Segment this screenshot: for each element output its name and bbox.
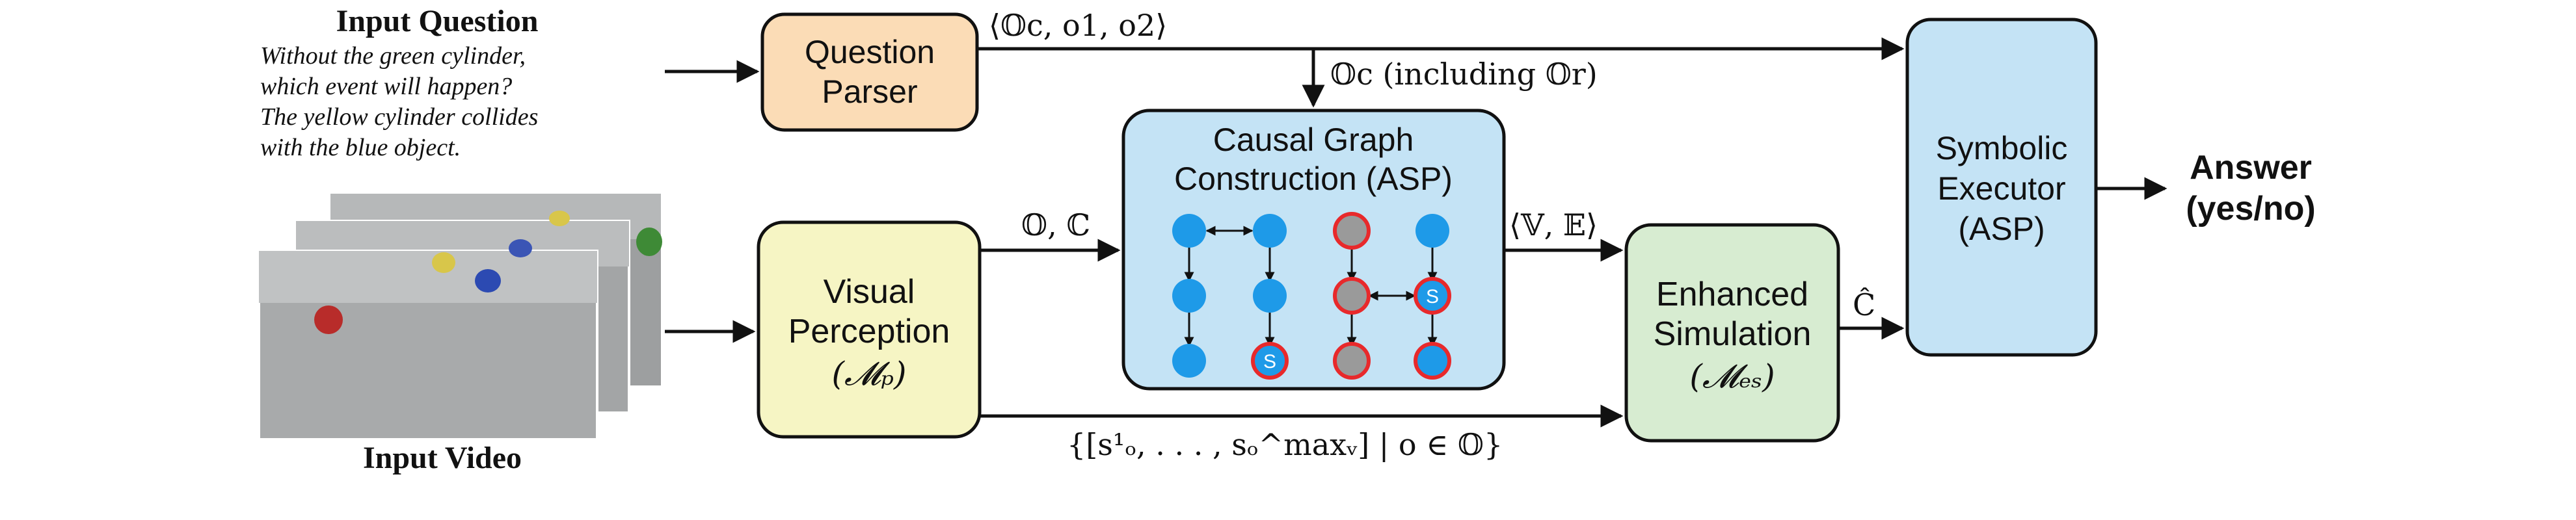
blue-object-back <box>509 239 532 257</box>
visual-perception-label-line-2: Perception <box>788 313 950 350</box>
causal-graph-edges <box>1184 226 1438 347</box>
input-question-title: Input Question <box>336 4 539 38</box>
graph-node <box>1253 279 1287 313</box>
graph-node <box>1172 279 1206 313</box>
edge-label-parser-to-graph: 𝕆c (including 𝕆r) <box>1330 57 1598 92</box>
graph-node <box>1333 277 1371 315</box>
question-parser-label-line-1: Question <box>805 34 935 70</box>
input-video-label: Input Video <box>363 441 522 475</box>
yellow-cylinder-object <box>432 252 455 273</box>
causal-graph-nodes: SS <box>1172 212 1451 380</box>
graph-node <box>1333 342 1371 380</box>
edge-label-simulation-to-executor: Ĉ <box>1853 287 1875 322</box>
enhanced-simulation-label-line-2: Simulation <box>1654 315 1812 353</box>
input-question-line-2: which event will happen? <box>260 73 512 100</box>
yellow-object-back <box>549 211 570 226</box>
question-parser-label-line-2: Parser <box>822 73 917 110</box>
edge-label-parser-to-executor: ⟨𝕆c, o1, o2⟩ <box>989 8 1167 43</box>
enhanced-simulation-box <box>1624 223 1840 443</box>
graph-node <box>1415 214 1449 248</box>
edge-label-perception-to-graph: 𝕆, ℂ <box>1021 207 1090 242</box>
graph-node <box>1172 214 1206 248</box>
question-parser-box <box>760 12 979 132</box>
input-question-line-1: Without the green cylinder, <box>260 42 526 70</box>
visual-perception-label-line-1: Visual <box>824 273 915 311</box>
graph-node-label: S <box>1263 351 1276 372</box>
edge-label-perception-to-simulation: {[s¹ₒ, . . . , sₒ^maxᵥ] | o ∈ 𝕆} <box>1067 427 1503 462</box>
symbolic-executor-label-line-2: Executor <box>1937 170 2065 207</box>
answer-label-line-2: (yes/no) <box>2186 190 2315 228</box>
green-cylinder-object <box>636 228 662 256</box>
input-question-line-4: with the blue object. <box>260 134 461 161</box>
blue-cylinder-object <box>475 269 501 292</box>
visual-perception-box <box>757 220 982 439</box>
input-video-frames <box>258 194 662 441</box>
graph-node <box>1253 214 1287 248</box>
symbolic-executor-label-line-3: (ASP) <box>1958 211 2045 247</box>
symbolic-executor-label-line-1: Symbolic <box>1936 130 2068 166</box>
input-question-line-3: The yellow cylinder collides <box>260 103 538 131</box>
enhanced-simulation-label-line-3: (𝓜ₑₛ) <box>1689 358 1775 395</box>
visual-perception-label-line-3: (𝓜ₚ) <box>831 355 906 393</box>
graph-node <box>1414 277 1451 315</box>
edge-label-graph-to-simulation: ⟨𝕍, 𝔼⟩ <box>1509 207 1598 242</box>
graph-node <box>1251 342 1289 380</box>
causal-graph-label-line-1: Causal Graph <box>1213 122 1414 158</box>
red-sphere-object <box>314 306 343 334</box>
graph-node <box>1172 344 1206 378</box>
graph-node <box>1333 212 1371 250</box>
answer-label-line-1: Answer <box>2190 149 2312 187</box>
pipeline-arrows <box>665 37 2167 428</box>
causal-graph-label-line-2: Construction (ASP) <box>1174 161 1453 197</box>
graph-node-label: S <box>1426 286 1439 307</box>
graph-node <box>1414 342 1451 380</box>
enhanced-simulation-label-line-1: Enhanced <box>1656 276 1808 313</box>
